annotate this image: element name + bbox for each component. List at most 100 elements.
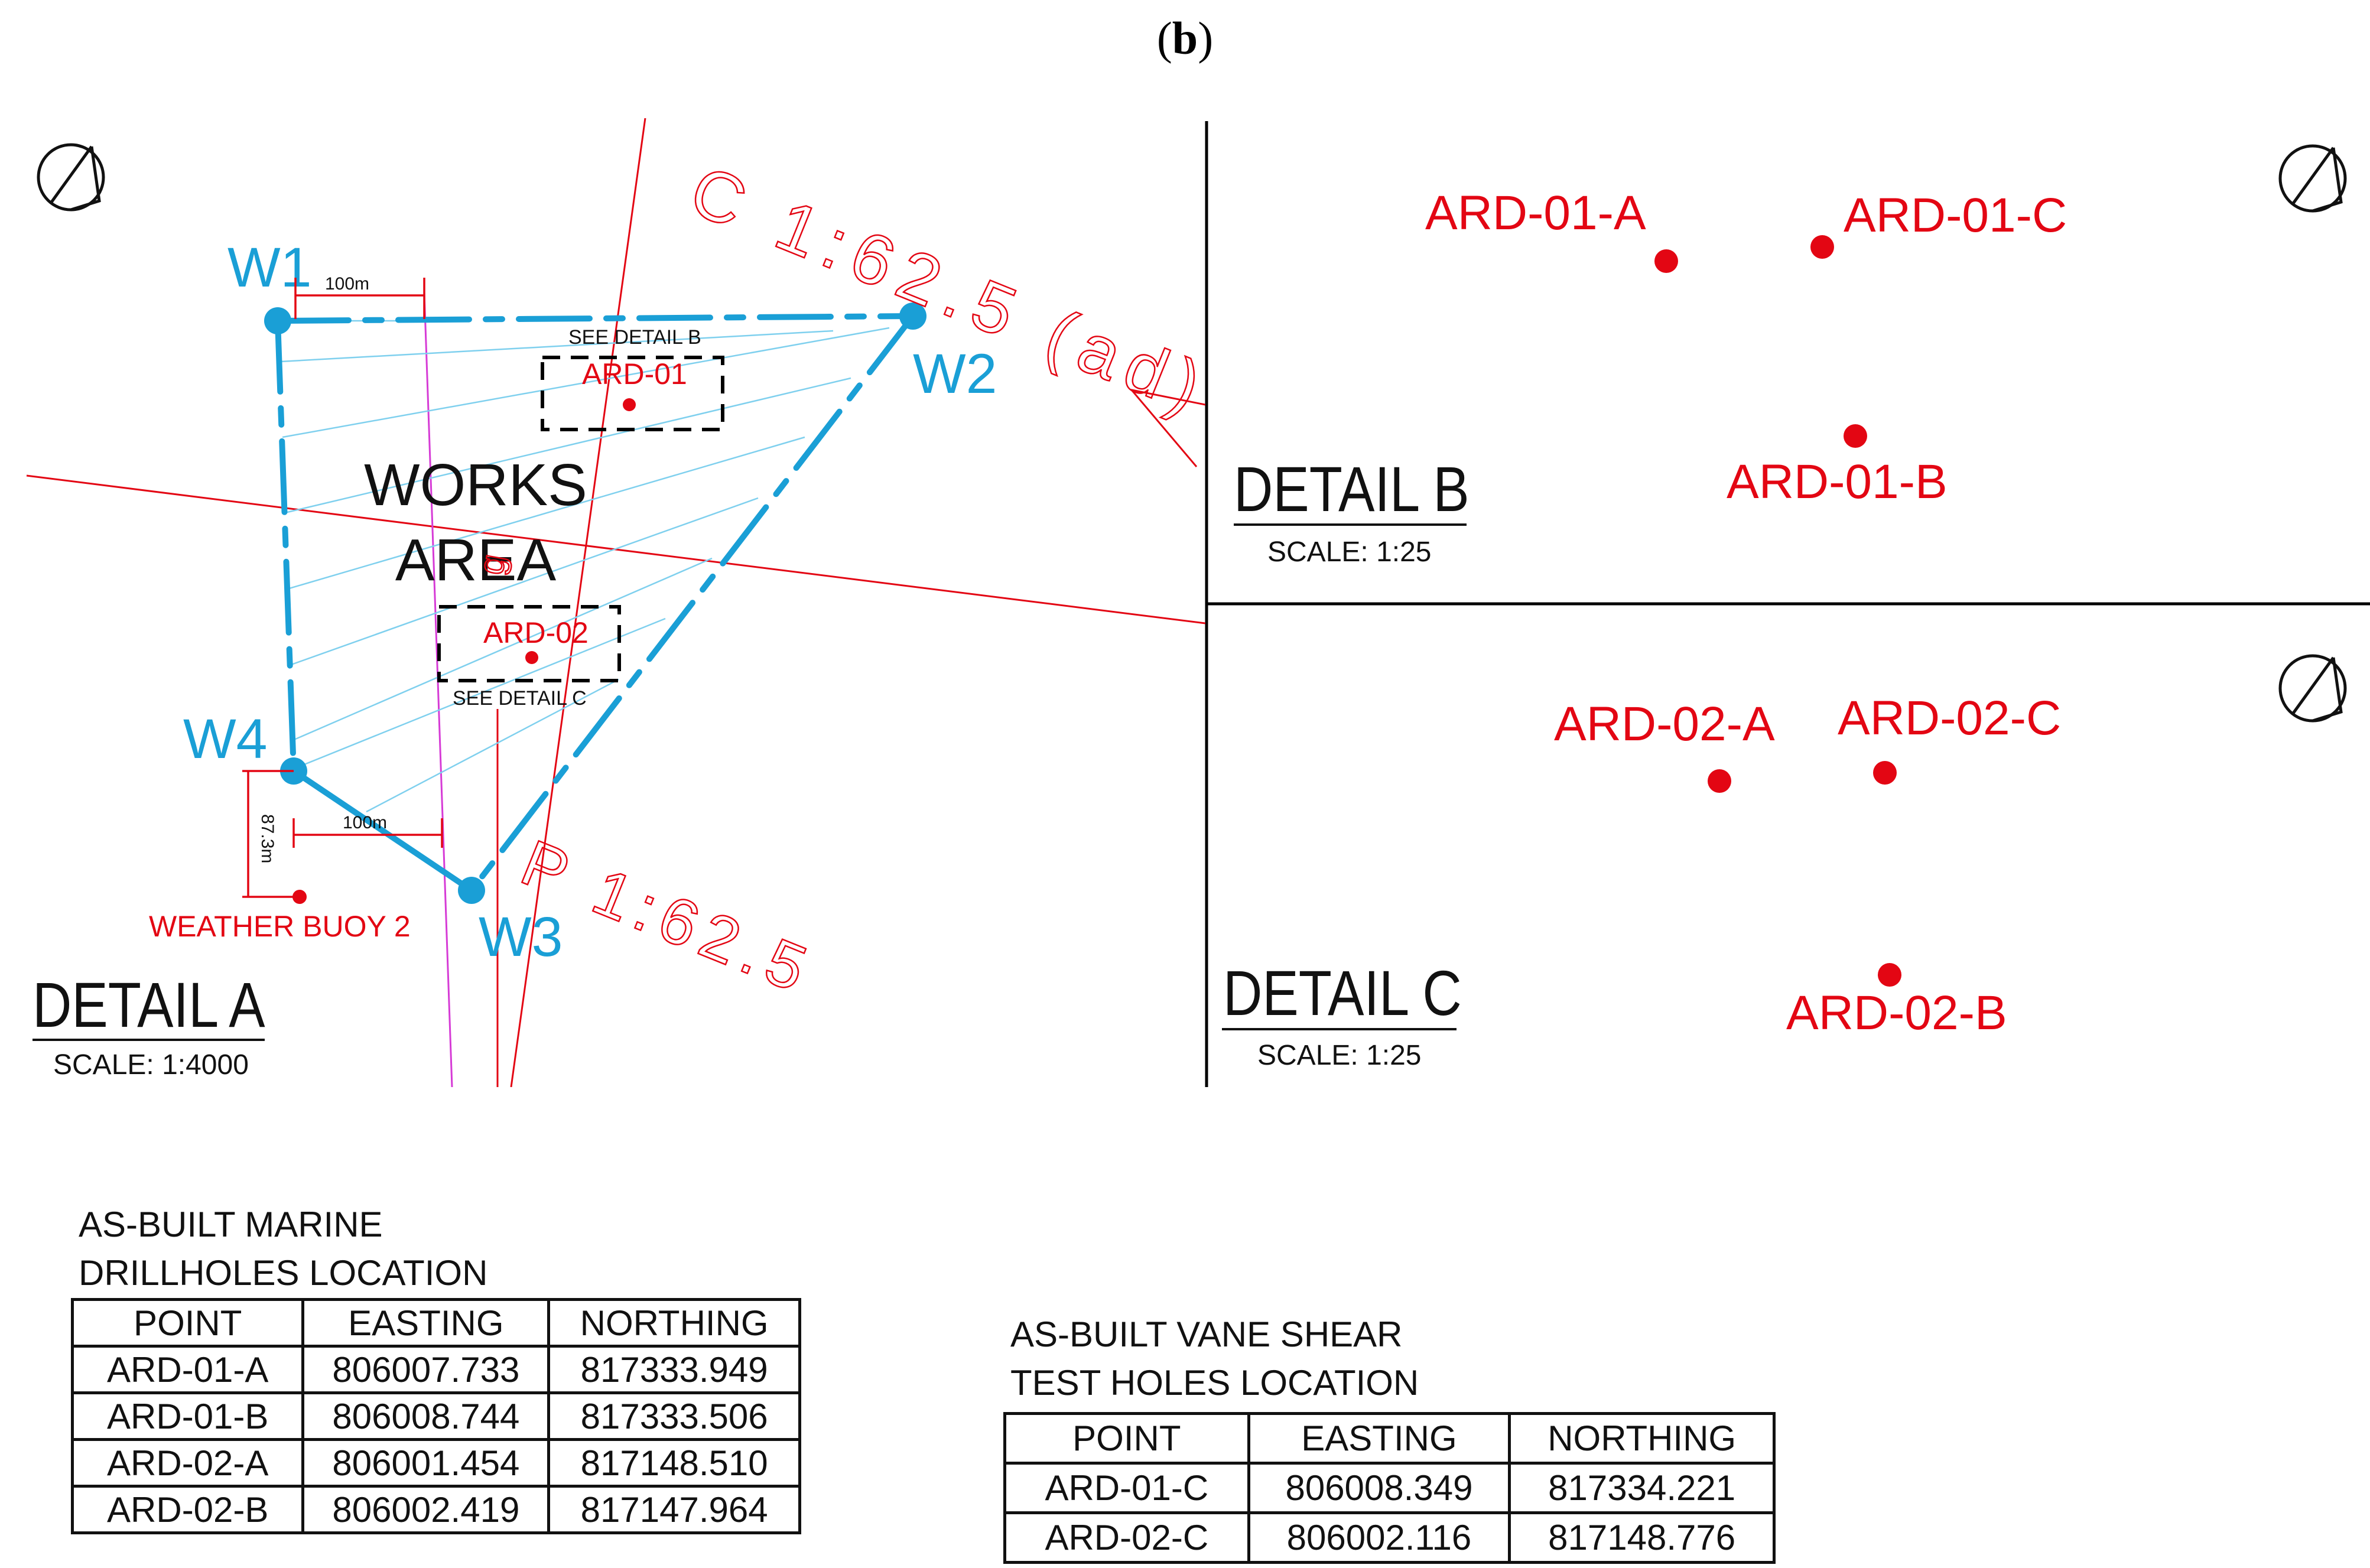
column-header: NORTHING <box>1508 1412 1776 1465</box>
waypoint-w3-marker[interactable] <box>458 877 485 904</box>
table-cell: 806008.349 <box>1247 1462 1511 1514</box>
ard-02-point[interactable] <box>525 651 538 664</box>
detail-a-scale: SCALE: 1:4000 <box>53 1049 249 1081</box>
table-cell: 817333.506 <box>547 1391 801 1441</box>
ard-01-a-point[interactable] <box>1654 249 1678 273</box>
waypoint-w1-marker[interactable] <box>264 307 291 334</box>
weather-buoy-label: WEATHER BUOY 2 <box>149 910 411 943</box>
table-cell: 817148.776 <box>1508 1511 1776 1564</box>
dim-top-label: 100m <box>325 274 369 294</box>
table-row: ARD-01-A 806007.733 817333.949 <box>70 1345 801 1394</box>
ard-02-label: ARD-02 <box>483 616 589 649</box>
detail-b-panel: ARD-01-A ARD-01-C ARD-01-B DETAIL B SCAL… <box>1234 186 2067 568</box>
boundary-w2-w3 <box>469 313 916 893</box>
works-area-label-line2: AREA <box>395 527 557 593</box>
works-area-boundary <box>275 313 916 893</box>
ard-01-b-point[interactable] <box>1844 424 1867 448</box>
table-cell: ARD-02-A <box>70 1438 305 1488</box>
ard-01-point[interactable] <box>623 398 636 411</box>
north-arrow-icon <box>2278 144 2347 213</box>
column-header: EASTING <box>1247 1412 1511 1465</box>
ard-01-c-label: ARD-01-C <box>1844 188 2067 242</box>
cable-marker <box>1129 388 1205 467</box>
table-cell: 817334.221 <box>1508 1462 1776 1514</box>
drillholes-table-title-line2: DRILLHOLES LOCATION <box>79 1253 488 1293</box>
table-cell: ARD-02-C <box>1003 1511 1250 1564</box>
table-header-row: POINT EASTING NORTHING <box>70 1298 801 1348</box>
detail-c-scale: SCALE: 1:25 <box>1257 1040 1422 1071</box>
column-header: POINT <box>1003 1412 1250 1465</box>
waypoint-w2-marker[interactable] <box>899 302 926 330</box>
ard-02-b-point[interactable] <box>1878 963 1901 987</box>
north-arrow-icon <box>37 143 105 212</box>
table-cell: ARD-01-C <box>1003 1462 1250 1514</box>
ard-01-c-point[interactable] <box>1810 235 1834 259</box>
waypoint-w1-label: W1 <box>227 236 312 299</box>
dim-bottom-label: 100m <box>343 813 387 832</box>
table-row: ARD-02-A 806001.454 817148.510 <box>70 1438 801 1488</box>
drillholes-table: POINT EASTING NORTHING ARD-01-A 806007.7… <box>70 1298 801 1534</box>
ard-02-a-label: ARD-02-A <box>1554 697 1775 751</box>
detail-b-callout-box[interactable] <box>541 356 724 431</box>
detail-a-panel: W1 W2 W3 W4 WORKS AREA SEE DETAIL B SEE … <box>26 118 1205 1087</box>
waypoint-w3-label: W3 <box>479 906 563 968</box>
table-header-row: POINT EASTING NORTHING <box>1003 1412 1776 1465</box>
figure-label-letter: b <box>1172 12 1198 64</box>
see-detail-c-note: SEE DETAIL C <box>453 687 587 710</box>
table-row: ARD-01-C 806008.349 817334.221 <box>1003 1462 1776 1514</box>
north-arrow-icon <box>2278 654 2347 723</box>
site-plan-drawing: W1 W2 W3 W4 WORKS AREA SEE DETAIL B SEE … <box>26 118 2370 1087</box>
ard-02-a-point[interactable] <box>1708 769 1731 793</box>
detail-b-title: DETAIL B <box>1234 454 1470 525</box>
table-cell: 806002.419 <box>301 1485 551 1534</box>
ard-02-b-label: ARD-02-B <box>1786 986 2007 1040</box>
vane-table-title-line1: AS-BUILT VANE SHEAR <box>1010 1315 1403 1354</box>
boundary-w1-w2 <box>275 313 916 324</box>
works-area-hatch <box>280 320 890 813</box>
waypoint-markers <box>264 302 926 904</box>
waypoint-w2-label: W2 <box>913 343 997 405</box>
table-row: ARD-02-B 806002.419 817147.964 <box>70 1485 801 1534</box>
detail-c-title: DETAIL C <box>1223 958 1462 1029</box>
vane-table-title-line2: TEST HOLES LOCATION <box>1010 1363 1419 1403</box>
table-cell: 806008.744 <box>301 1391 551 1441</box>
table-cell: ARD-01-A <box>70 1345 305 1394</box>
panel-frame <box>1205 121 2370 1087</box>
weather-buoy-point[interactable] <box>292 890 307 904</box>
detail-c-panel: ARD-02-A ARD-02-C ARD-02-B DETAIL C SCAL… <box>1222 691 2061 1071</box>
cable-line-c <box>510 118 646 1087</box>
boundary-w1-w4 <box>275 318 297 774</box>
ard-01-label: ARD-01 <box>582 357 687 391</box>
table-cell: ARD-02-B <box>70 1485 305 1534</box>
table-cell: 806007.733 <box>301 1345 551 1394</box>
ard-02-c-label: ARD-02-C <box>1838 691 2061 745</box>
vane-table-title: AS-BUILT VANE SHEAR TEST HOLES LOCATION <box>1010 1310 1419 1407</box>
magenta-line <box>423 292 453 1087</box>
table-cell: 806001.454 <box>301 1438 551 1488</box>
detail-c-callout-box[interactable] <box>437 605 621 682</box>
ard-01-a-label: ARD-01-A <box>1425 186 1646 240</box>
column-header: POINT <box>70 1298 305 1348</box>
table-cell: ARD-01-B <box>70 1391 305 1441</box>
table-row: ARD-02-C 806002.116 817148.776 <box>1003 1511 1776 1564</box>
vane-shear-table: POINT EASTING NORTHING ARD-01-C 806008.3… <box>1003 1412 1776 1564</box>
drillholes-table-title: AS-BUILT MARINE DRILLHOLES LOCATION <box>79 1201 487 1297</box>
dim-vertical-label: 87.3m <box>258 814 277 863</box>
column-header: EASTING <box>301 1298 551 1348</box>
ard-01-b-label: ARD-01-B <box>1727 455 1948 509</box>
drillholes-table-title-line1: AS-BUILT MARINE <box>79 1205 383 1244</box>
table-cell: 806002.116 <box>1247 1511 1511 1564</box>
ard-02-c-point[interactable] <box>1873 761 1897 785</box>
detail-b-scale: SCALE: 1:25 <box>1267 536 1432 568</box>
works-area-label-line1: WORKS <box>364 452 587 518</box>
table-cell: 817148.510 <box>547 1438 801 1488</box>
waypoint-w4-label: W4 <box>183 708 268 770</box>
detail-a-title: DETAIL A <box>32 970 265 1041</box>
see-detail-b-note: SEE DETAIL B <box>568 326 701 349</box>
boundary-w4-w3 <box>291 768 474 893</box>
figure-label: (b) <box>1156 12 1214 64</box>
table-cell: 817333.949 <box>547 1345 801 1394</box>
column-header: NORTHING <box>547 1298 801 1348</box>
table-cell: 817147.964 <box>547 1485 801 1534</box>
table-row: ARD-01-B 806008.744 817333.506 <box>70 1391 801 1441</box>
